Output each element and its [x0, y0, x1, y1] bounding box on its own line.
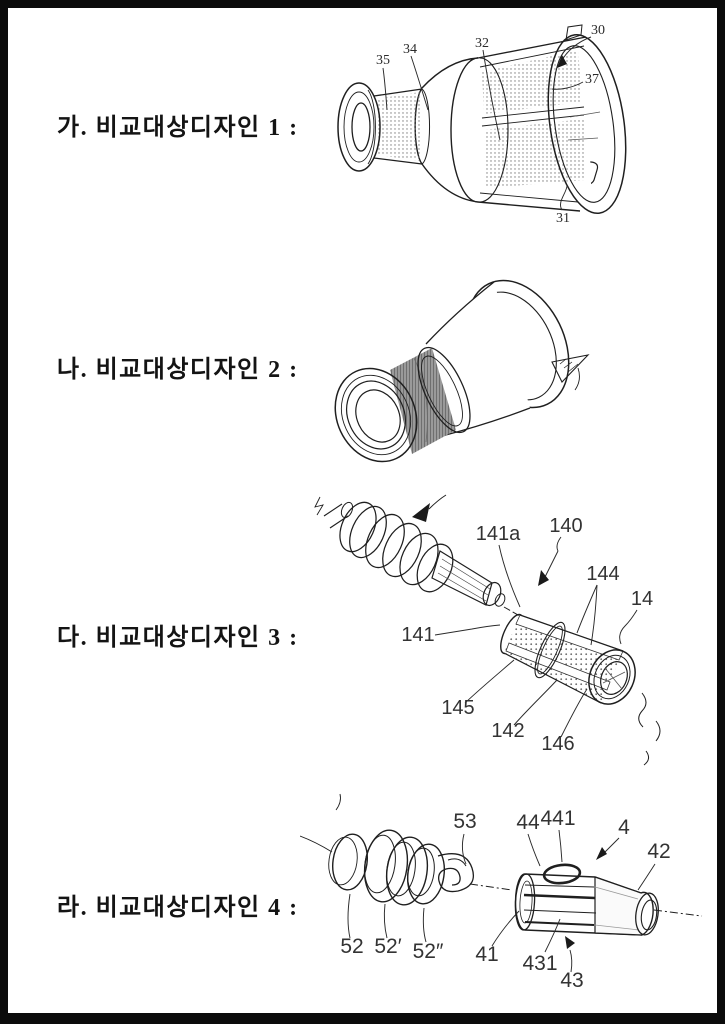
arrow-head-30: [557, 55, 567, 68]
ref-numeral: 53: [453, 810, 476, 833]
drum-front-rim: [547, 24, 627, 215]
entry-curves: [300, 793, 341, 853]
figure-1-leader-lines: [382, 36, 592, 211]
ref-numeral: 32: [475, 36, 489, 51]
ref-numeral: 14: [631, 588, 653, 610]
arrow-head-140: [538, 570, 549, 586]
inlet-flange: [337, 82, 381, 172]
section-label-3: 다. 비교대상디자인 3 :: [57, 625, 299, 651]
centerline-dash: [469, 883, 513, 891]
mesh-filter-basket: [500, 613, 636, 705]
nozzle-body: [514, 863, 659, 936]
ref-numeral: 146: [541, 733, 574, 755]
direction-arrow: [412, 494, 447, 522]
figure-design-3-exploded-auger-filter: 141a 140 144 14 141 145 142 146: [314, 494, 661, 766]
spiral-screw: [328, 829, 475, 906]
ref-numeral: 43: [560, 969, 583, 992]
ref-numeral: 52: [340, 935, 363, 958]
inlet-tube: [373, 88, 431, 165]
ref-numeral: 141a: [476, 523, 521, 545]
mesh-band: [390, 348, 456, 454]
cone-clip: [551, 354, 590, 391]
nozzle-rear-ring: [417, 346, 471, 434]
ref-numeral: 144: [586, 563, 619, 585]
top-oval-opening: [542, 863, 582, 885]
ref-numeral: 34: [403, 42, 417, 57]
ref-numeral: 31: [556, 211, 570, 226]
ref-numeral: 52″: [413, 940, 444, 963]
ref-numeral: 52′: [374, 935, 401, 958]
ref-numeral: 4: [618, 816, 630, 839]
centerline-dash: [653, 909, 703, 917]
ref-numeral: 431: [522, 952, 557, 975]
section-label-1: 가. 비교대상디자인 1 :: [57, 115, 299, 141]
arrow-head-43: [565, 936, 575, 949]
auger-screw: [339, 501, 506, 607]
ref-numeral: 141: [401, 624, 434, 646]
section-label-4: 라. 비교대상디자인 4 :: [57, 895, 299, 921]
ref-numeral: 441: [540, 807, 575, 830]
drum-body: [477, 36, 592, 212]
cone-body: [425, 281, 531, 437]
front-flange: [334, 367, 418, 463]
figure-design-4-exploded-screw-nozzle: 53 44 441 4 42 52 52′ 52″ 41 431 43: [300, 793, 703, 992]
ref-numeral: 145: [441, 697, 474, 719]
arrow-head-4: [596, 847, 607, 860]
ref-numeral: 140: [549, 515, 582, 537]
ref-numeral: 142: [491, 720, 524, 742]
ref-numeral: 44: [516, 811, 540, 834]
broken-fragments: [638, 692, 661, 766]
ref-numeral: 41: [475, 943, 498, 966]
ref-numeral: 30: [591, 23, 605, 38]
section-label-2: 나. 비교대상디자인 2 :: [57, 357, 299, 383]
broken-shaft-end: [314, 496, 354, 529]
figure-design-1-mesh-drum: 35 34 32 30 37 31: [337, 23, 627, 226]
ref-numeral: 37: [585, 72, 599, 87]
figure-design-2-conical-strainer: [334, 279, 590, 463]
figure-3-leader-lines: [434, 536, 638, 738]
ref-numeral: 42: [647, 840, 670, 863]
ref-numeral: 35: [376, 53, 390, 68]
